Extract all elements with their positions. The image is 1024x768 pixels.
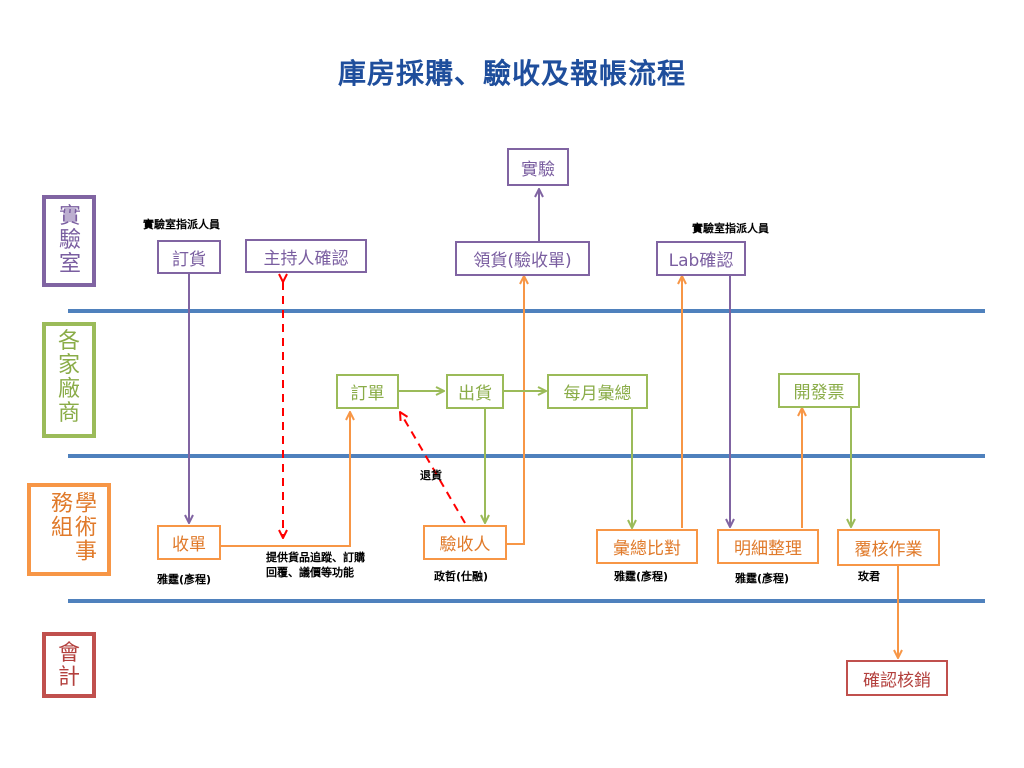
box-review-work[interactable]: 覆核作業 xyxy=(837,529,940,566)
lane-label-vendor: 各家廠商 xyxy=(42,322,96,438)
note-lab-designee-1: 實驗室指派人員 xyxy=(143,218,220,231)
box-experiment[interactable]: 實驗 xyxy=(507,148,569,186)
lane-label-affairs: 學術事務組 xyxy=(27,483,111,576)
box-invoice[interactable]: 開發票 xyxy=(778,373,860,408)
note-person-review: 玫君 xyxy=(858,570,880,583)
lane-label-lab: 實驗室 xyxy=(42,195,96,287)
note-tracking-line1: 提供貨品追蹤、訂購 xyxy=(266,551,365,564)
box-ship[interactable]: 出貨 xyxy=(446,374,504,409)
page-title: 庫房採購、驗收及報帳流程 xyxy=(337,57,686,90)
note-person-detail: 雅霆(彥程) xyxy=(735,572,790,585)
box-detail-organize[interactable]: 明細整理 xyxy=(717,529,819,564)
note-tracking-line2: 回覆、議價等功能 xyxy=(266,566,354,579)
lane-label-accounting-text: 會計 xyxy=(57,641,80,690)
lane-label-affairs-text: 學術事務組 xyxy=(47,491,96,563)
note-person-compare: 雅霆(彥程) xyxy=(614,570,669,583)
box-host-confirm[interactable]: 主持人確認 xyxy=(245,239,367,273)
box-confirm-writeoff[interactable]: 確認核銷 xyxy=(846,660,948,696)
box-inspector[interactable]: 驗收人 xyxy=(423,525,507,560)
box-receive-goods[interactable]: 領貨(驗收單) xyxy=(455,241,590,276)
box-summary-compare[interactable]: 彙總比對 xyxy=(596,529,698,564)
box-lab-confirm[interactable]: Lab確認 xyxy=(656,241,746,276)
box-monthly-summary[interactable]: 每月彙總 xyxy=(547,374,648,409)
arrow-receive-order-to-po xyxy=(221,412,350,547)
note-return-goods: 退貨 xyxy=(420,469,442,482)
lane-label-lab-text: 實驗室 xyxy=(59,204,82,277)
arrow-inspector-to-receive-goods xyxy=(507,276,524,545)
dashed-arrow-return-goods xyxy=(400,412,466,524)
note-person-receive: 雅霆(彥程) xyxy=(157,573,212,586)
lane-label-vendor-text: 各家廠商 xyxy=(57,329,80,426)
note-person-inspector: 政哲(仕融) xyxy=(434,570,489,583)
note-lab-designee-2: 實驗室指派人員 xyxy=(692,222,769,235)
box-po[interactable]: 訂單 xyxy=(336,374,399,409)
box-receive-order[interactable]: 收單 xyxy=(157,525,221,560)
lane-label-accounting: 會計 xyxy=(42,632,96,698)
box-order-goods[interactable]: 訂貨 xyxy=(157,240,221,274)
